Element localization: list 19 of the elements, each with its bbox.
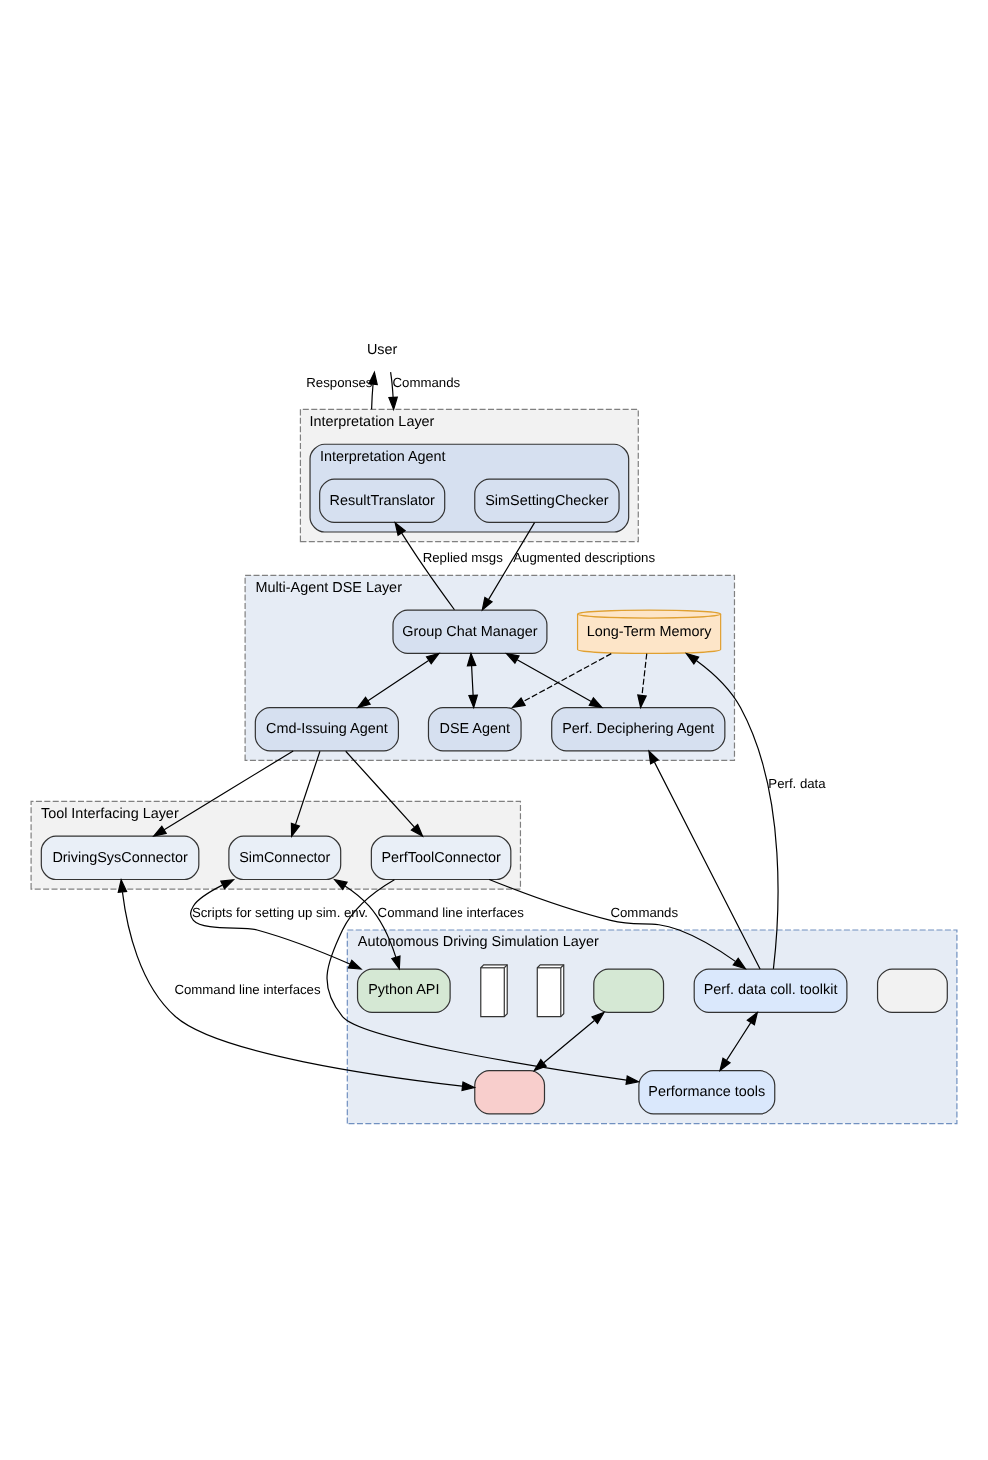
arrow (345, 749, 424, 837)
arrow (648, 748, 761, 969)
arrow (117, 877, 477, 1091)
arrow (326, 878, 641, 1085)
arrow (190, 877, 363, 969)
arrow (481, 521, 536, 611)
arrow (388, 370, 399, 411)
arrow (356, 651, 441, 708)
node-box (593, 967, 665, 1012)
node-box (474, 1069, 546, 1114)
arrow (684, 651, 779, 969)
node-box (876, 967, 948, 1012)
arrow (394, 520, 456, 610)
arrow (719, 1009, 759, 1072)
arrow (637, 652, 648, 709)
arrow (532, 1010, 606, 1071)
arrow (466, 650, 479, 709)
arrow (290, 749, 321, 837)
arrow (152, 749, 294, 837)
